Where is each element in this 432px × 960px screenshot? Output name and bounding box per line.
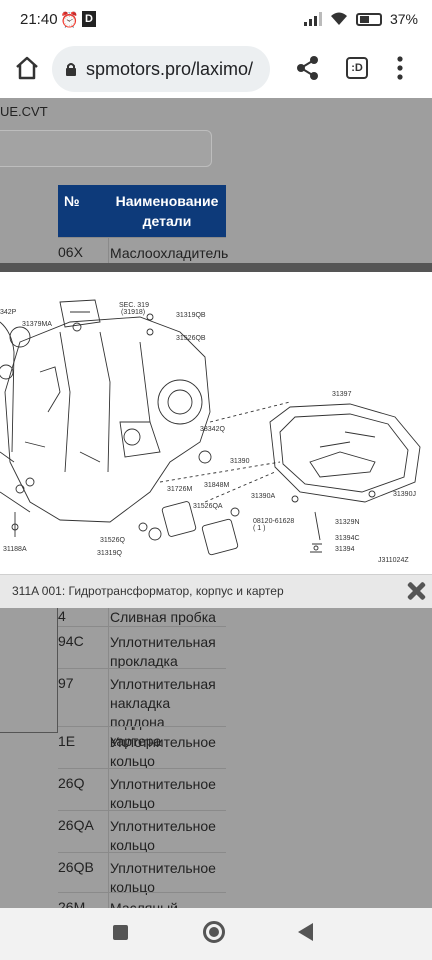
status-time: 21:40 [20, 11, 58, 28]
app-indicator-icon: D [82, 11, 96, 27]
label-08120b: ( 1 ) [253, 525, 265, 532]
row-name: Сливная пробка [110, 609, 216, 625]
table-header-name-line2: детали [142, 213, 192, 229]
leader-line [0, 732, 58, 733]
label-31319q: 31319Q [97, 550, 122, 557]
row-name: Масляный фильтр [110, 900, 178, 908]
parts-diagram[interactable]: 342P 31379MA SEC. 319 (31918) 31319QB 31… [0, 272, 432, 574]
row-number: 26QA [58, 817, 94, 833]
alarm-icon: ⏰ [60, 12, 79, 29]
label-31390j: 31390J [393, 491, 416, 498]
url-bar[interactable]: spmotors.pro/laximo/ [52, 46, 270, 92]
table-row: 94C Уплотнительная прокладка [58, 626, 226, 671]
row-name-line: Уплотнительное [110, 734, 216, 750]
label-31319qb: 31319QB [176, 312, 206, 319]
status-right: 37% [303, 11, 418, 27]
label-08120: 08120-61628 [253, 518, 294, 525]
row-name-line: Уплотнительное [110, 860, 216, 876]
label-sec2: (31918) [121, 309, 145, 316]
battery-icon [355, 12, 382, 26]
row-name: Уплотнительное кольцо [110, 817, 226, 855]
table-row: 26M Масляный фильтр [58, 892, 226, 908]
row-name-line: кольцо [110, 795, 155, 811]
browser-toolbar: spmotors.pro/laximo/ :D [0, 40, 432, 98]
row-number: 26QB [58, 859, 94, 875]
row-name-line: Уплотнительное [110, 818, 216, 834]
home-nav-icon[interactable] [203, 921, 225, 943]
diagram-caption-bar: 311A 001: Гидротрансформатор, корпус и к… [0, 574, 432, 608]
wifi-icon [330, 12, 347, 25]
lock-icon [66, 63, 76, 76]
row-name-line: Уплотнительное [110, 776, 216, 792]
label-diagram-code: J311024Z [378, 557, 409, 564]
battery-percent: 37% [389, 11, 418, 27]
diagram-modal: 342P 31379MA SEC. 319 (31918) 31319QB 31… [0, 272, 432, 608]
label-31726m: 31726M [167, 486, 192, 493]
tab-switcher-button[interactable]: :D [346, 57, 368, 79]
table-row: 06X Маслоохладитель [58, 237, 229, 267]
row-number: 97 [58, 675, 74, 691]
label-31394: 31394 [335, 546, 355, 553]
row-number: 4 [58, 608, 66, 624]
row-name-line: картера [110, 733, 162, 749]
table-header-name: Наименование детали [108, 185, 226, 237]
table-row: 97 Уплотнительная накладка поддона карте… [58, 668, 226, 749]
row-name-line: кольцо [110, 879, 155, 895]
table-row: 26QB Уплотнительное кольцо [58, 852, 226, 897]
home-icon[interactable] [14, 55, 40, 81]
label-31848m: 31848M [204, 482, 229, 489]
label-31526qb: 31526QB [176, 335, 206, 342]
row-name-line: кольцо [110, 837, 155, 853]
row-number: 26M [58, 899, 86, 908]
table-row: 26Q Уплотнительное кольцо [58, 768, 226, 813]
label-31329n: 31329N [335, 519, 360, 526]
leader-line [57, 608, 58, 733]
label-31390: 31390 [230, 458, 250, 465]
search-input[interactable] [0, 130, 212, 167]
label-31397: 31397 [332, 391, 352, 398]
row-number: 1E [58, 733, 76, 749]
label-342p: 342P [0, 309, 17, 316]
navigation-bar [0, 908, 432, 960]
label-31526q: 31526Q [100, 537, 125, 544]
row-name: Уплотнительная прокладка [110, 633, 226, 671]
signal-icon [303, 12, 322, 26]
more-menu-icon[interactable] [392, 54, 408, 82]
status-bar: 21:40 ⏰ D 37% [0, 0, 432, 40]
row-number: 94C [58, 633, 84, 649]
share-icon[interactable] [294, 54, 322, 82]
table-header-name-line1: Наименование [115, 193, 219, 209]
diagram-caption: 311A 001: Гидротрансформатор, корпус и к… [12, 584, 284, 598]
breadcrumb: UE.CVT [0, 104, 48, 119]
table-row: 26QA Уплотнительное кольцо [58, 810, 226, 855]
modal-shadow [0, 263, 432, 272]
row-name: Маслоохладитель [110, 245, 229, 261]
label-31390a: 31390A [251, 493, 275, 500]
table-row: 4 Сливная пробка [58, 608, 226, 628]
row-name-line: прокладка [110, 653, 178, 669]
table-header-number: № [58, 185, 108, 237]
row-name-line: Уплотнительная [110, 634, 216, 650]
label-38342q: 38342Q [200, 426, 225, 433]
label-31188a: 31188A [3, 546, 27, 553]
table-row: 1E Уплотнительное кольцо [58, 726, 226, 771]
column-divider [108, 237, 109, 267]
label-31526qa: 31526QA [193, 503, 223, 510]
row-number: 06X [58, 244, 83, 260]
label-sec: SEC. 319 [119, 302, 149, 309]
label-31394c: 31394C [335, 535, 360, 542]
close-icon[interactable] [404, 579, 428, 603]
row-name: Уплотнительное кольцо [110, 733, 226, 771]
url-text: spmotors.pro/laximo/ [86, 58, 254, 79]
row-name-line: Уплотнительная [110, 676, 216, 692]
label-31379ma: 31379MA [22, 321, 52, 328]
recents-icon[interactable] [113, 925, 128, 940]
row-number: 26Q [58, 775, 85, 791]
back-icon[interactable] [298, 923, 313, 941]
row-name: Уплотнительное кольцо [110, 859, 226, 897]
column-divider [108, 608, 109, 908]
row-name-line: кольцо [110, 753, 155, 769]
row-name: Уплотнительное кольцо [110, 775, 226, 813]
